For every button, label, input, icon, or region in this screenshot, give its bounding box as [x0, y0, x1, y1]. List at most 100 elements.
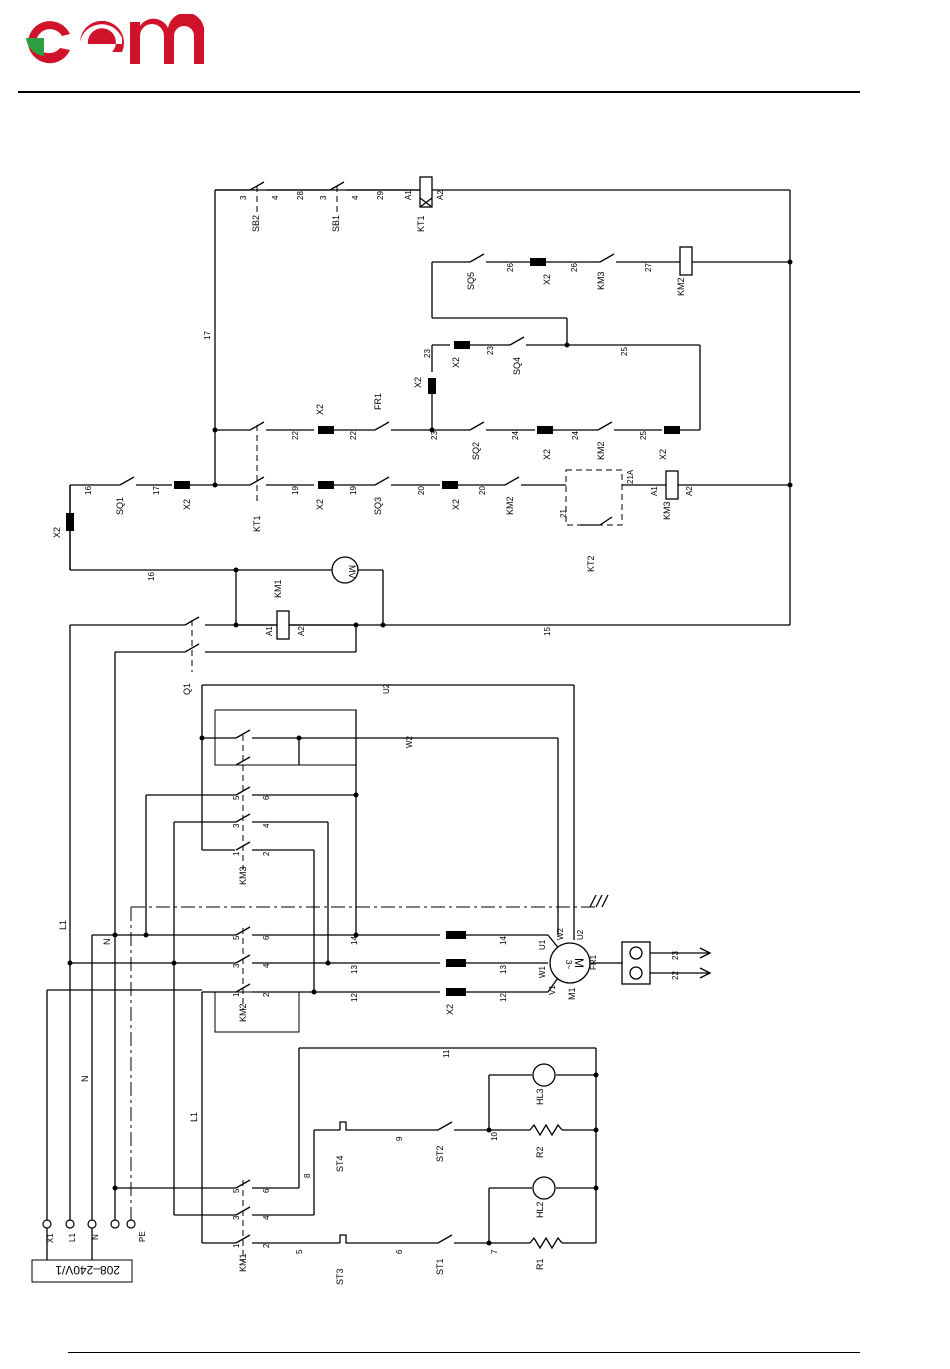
- label-km1-a2: A2: [297, 626, 306, 636]
- hl3-lamp: [532, 1063, 556, 1087]
- kt2-timer-box: [565, 469, 623, 526]
- label-n-b: N: [80, 1076, 90, 1083]
- label-w16-b: 16: [147, 572, 156, 581]
- label-w10: 10: [490, 1132, 499, 1141]
- label-w23-b: 23: [423, 349, 432, 358]
- pin-km3-2: 2: [262, 851, 271, 856]
- label-w14-a: 14: [350, 936, 359, 945]
- pin-km2-3: 3: [232, 963, 241, 968]
- label-kt1-b: KT1: [252, 515, 262, 532]
- x2-term-14: [446, 931, 466, 939]
- label-w24-b: 24: [571, 431, 580, 440]
- pin-km1-5: 5: [232, 1188, 241, 1193]
- label-w12-a: 12: [350, 993, 359, 1002]
- label-q1: Q1: [182, 683, 192, 695]
- label-m1: M1: [567, 987, 577, 1000]
- x2-term-23-vertical: [428, 378, 436, 394]
- row-430: [212, 421, 700, 434]
- label-r1: R1: [535, 1258, 545, 1270]
- label-km3-a: KM3: [596, 271, 606, 290]
- label-x2-a: X2: [542, 274, 552, 285]
- x2-term-22: [318, 426, 334, 434]
- label-w21a: 21A: [626, 469, 635, 484]
- pin-km2-4: 4: [262, 963, 271, 968]
- pin-km2-2: 2: [262, 992, 271, 997]
- row-sb-kt1: [215, 176, 433, 212]
- label-x2-j: X2: [52, 527, 62, 538]
- label-w23-c: 23: [430, 431, 439, 440]
- pin-sb2-4: 4: [271, 195, 280, 200]
- label-u2-top: U2: [382, 683, 391, 694]
- hl2-lamp: [532, 1176, 556, 1200]
- label-km2-b: KM2: [505, 496, 515, 515]
- x2-term-24: [537, 426, 553, 434]
- row-km2-coil: [431, 246, 793, 345]
- label-w14-b: 14: [499, 936, 508, 945]
- label-st1: ST1: [435, 1258, 445, 1275]
- pin-km2-5: 5: [232, 935, 241, 940]
- label-w13-a: 13: [350, 965, 359, 974]
- label-mv: MV: [347, 565, 357, 579]
- label-w5-b: 5: [295, 1249, 304, 1254]
- label-w22-a: 22: [291, 431, 300, 440]
- label-km2-a: KM2: [596, 441, 606, 460]
- label-sb2: SB2: [251, 215, 261, 232]
- label-w19-a: 19: [291, 486, 300, 495]
- label-w27: 27: [644, 263, 653, 272]
- label-r2: R2: [535, 1146, 545, 1158]
- footer-rule: [68, 1352, 860, 1353]
- label-x2-c: X2: [413, 377, 423, 388]
- x2-term-20: [442, 481, 458, 489]
- label-motor-3: 3~: [564, 960, 573, 969]
- label-l1-b: L1: [189, 1112, 199, 1122]
- label-supply-n: N: [91, 1234, 100, 1240]
- label-km3-a2: A2: [685, 486, 694, 496]
- x2-term-13: [446, 959, 466, 967]
- x2-term-16: [66, 513, 74, 531]
- label-w6-b: 6: [395, 1249, 404, 1254]
- label-w25-a: 25: [620, 347, 629, 356]
- label-w21: 21: [559, 509, 568, 518]
- label-w23-ext: 23: [671, 951, 680, 960]
- mv-symbol: [331, 556, 359, 584]
- label-km2-coil: KM2: [676, 277, 686, 296]
- label-motor-m: M: [572, 958, 586, 968]
- label-w19-b: 19: [349, 486, 358, 495]
- label-l1-a: L1: [58, 920, 68, 930]
- label-w22-b: 22: [349, 431, 358, 440]
- pin-km2-1: 1: [232, 992, 241, 997]
- mv-km1: [184, 556, 386, 672]
- label-supply-l1: L1: [68, 1233, 77, 1242]
- label-km2-c: KM2: [238, 1003, 248, 1022]
- label-kt2: KT2: [586, 555, 596, 572]
- label-u2-motor: U2: [576, 929, 585, 940]
- pin-km1-6: 6: [262, 1188, 271, 1193]
- label-w2-motor: W2: [556, 927, 565, 940]
- label-km1-b: KM1: [238, 1253, 248, 1272]
- pin-sb2-3: 3: [239, 195, 248, 200]
- label-hl2: HL2: [535, 1201, 545, 1218]
- logo-green-leaf: [26, 38, 44, 56]
- km1-coil: [276, 610, 290, 640]
- logo-m: [130, 12, 205, 65]
- label-fr1: FR1: [373, 393, 383, 410]
- label-kt1-a1: A1: [404, 190, 413, 200]
- header-rule: [18, 91, 860, 93]
- label-st3: ST3: [335, 1268, 345, 1285]
- label-supply-rating: 208–240V/1: [55, 1263, 120, 1277]
- label-sq5: SQ5: [466, 272, 476, 290]
- km2-box: [214, 991, 300, 1033]
- x2-term-19: [318, 481, 334, 489]
- label-fr-motor: FR1: [589, 954, 598, 970]
- x2-term-26: [530, 258, 546, 266]
- label-w23-a: 23: [486, 346, 495, 355]
- pin-km3-3: 3: [232, 823, 241, 828]
- label-w15: 15: [543, 627, 552, 636]
- label-w29: 29: [376, 191, 385, 200]
- label-st2: ST2: [435, 1145, 445, 1162]
- label-st4: ST4: [335, 1155, 345, 1172]
- label-u1: U1: [538, 939, 547, 950]
- pin-km3-1: 1: [232, 851, 241, 856]
- x2-term-23: [454, 341, 470, 349]
